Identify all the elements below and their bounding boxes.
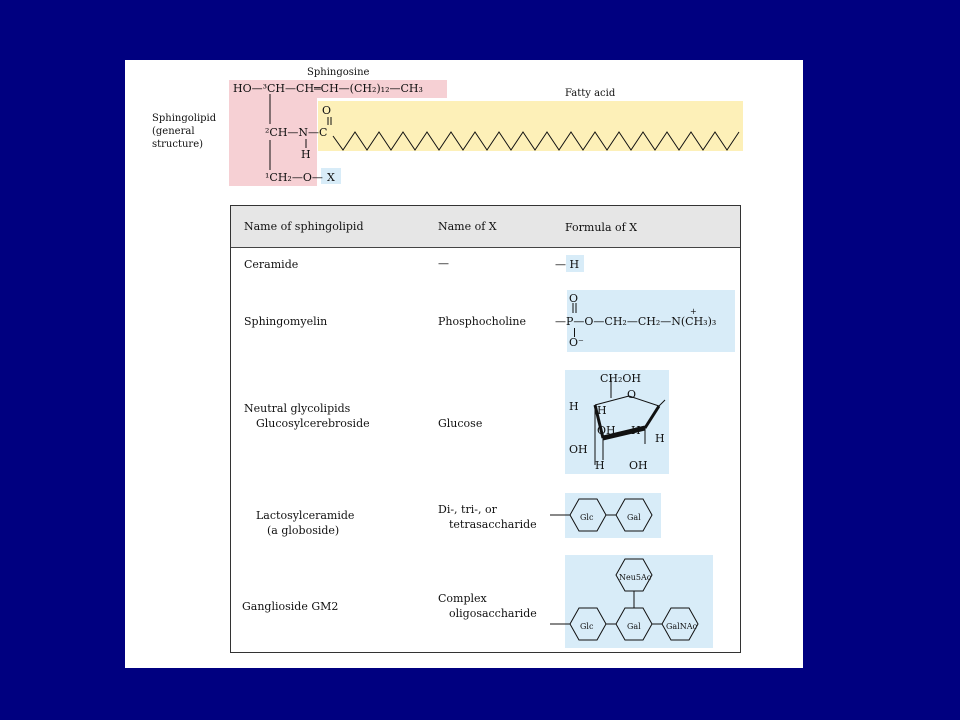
x-highlight (321, 168, 341, 184)
row-ceramide-name: Ceramide (244, 258, 299, 271)
sphingosine-highlight (229, 80, 447, 98)
row-globoside-name: (a globoside) (267, 524, 340, 537)
ceramide-formula-box (566, 255, 584, 272)
row-ganglioside-x-name-line2: oligosaccharide (449, 607, 537, 620)
row-glucosylcerebroside-name: Glucosylcerebroside (256, 417, 370, 430)
glucose-label-oh2: OH (569, 443, 588, 456)
carbonyl-oxygen: O (322, 104, 332, 117)
glucose-ring (593, 378, 666, 465)
ganglioside-glc-label: Glc (580, 622, 594, 631)
fatty-acid-chain (332, 131, 740, 151)
ch2-o-formula: ¹CH₂—O— (265, 171, 323, 184)
sphingosine-label: Sphingosine (307, 67, 370, 78)
table-header-background (230, 205, 741, 248)
ganglioside-sugar-chain (550, 558, 699, 641)
glucose-label-h1: H (569, 400, 579, 413)
ganglioside-galnac-label: GalNAc (666, 622, 697, 631)
glucose-label-h3: H (631, 424, 641, 437)
row-ganglioside-name: Ganglioside GM2 (242, 600, 339, 613)
header-x-formula: Formula of X (565, 221, 638, 234)
amide-hydrogen: H (301, 148, 311, 161)
fatty-acid-label: Fatty acid (565, 88, 616, 99)
ganglioside-neu5ac-label: Neu5Ac (619, 573, 652, 582)
glucose-ring-oxygen: O (627, 388, 637, 401)
glucose-label-oh1: OH (597, 424, 616, 437)
glucose-ch2oh: CH₂OH (600, 372, 642, 385)
row-ceramide-x-name: — (438, 257, 449, 270)
lactosyl-sugar-chain (550, 498, 653, 532)
row-lactosyl-x-name-line2: tetrasaccharide (449, 518, 537, 531)
row-ganglioside-x-name-line1: Complex (438, 592, 487, 605)
row-ceramide-x-formula: — H (555, 258, 580, 271)
phosphate-bottom-oxygen: O⁻ (569, 336, 584, 349)
amide-formula: ²CH—N—C (265, 126, 328, 139)
phosphocholine-formula: —P—O—CH₂—CH₂—N(CH₃)₃ (555, 315, 717, 328)
header-x-name: Name of X (438, 220, 497, 233)
glucose-label-h5: H (595, 459, 605, 472)
lactosyl-glc-label: Glc (580, 513, 594, 522)
row-neutral-glycolipids-name: Neutral glycolipids (244, 402, 351, 415)
glucose-structure-box (565, 370, 669, 474)
lactosyl-gal-label: Gal (627, 513, 641, 522)
row-sphingomyelin-name: Sphingomyelin (244, 315, 328, 328)
header-sphingolipid: Name of sphingolipid (244, 220, 364, 233)
ammonium-charge: + (690, 307, 697, 316)
slide: Sphingosine Fatty acid Sphingolipid (gen… (125, 60, 803, 668)
sphingolipid-label-line1: Sphingolipid (152, 113, 217, 124)
phosphocholine-formula-box (567, 290, 735, 352)
ganglioside-sugar-box (565, 555, 713, 648)
sphingolipid-label-line3: structure) (152, 139, 204, 150)
phosphate-bonds (572, 303, 577, 337)
structure-bonds (269, 94, 740, 170)
row-lactosylceramide-name: Lactosylceramide (256, 509, 355, 522)
sphingolipid-table (230, 205, 741, 653)
glucose-label-h2: H (597, 404, 607, 417)
row-sphingomyelin-x-name: Phosphocholine (438, 315, 526, 328)
glucose-label-oh3: OH (629, 459, 648, 472)
x-group-label: X (327, 171, 335, 184)
glucose-label-h4: H (655, 432, 665, 445)
row-lactosyl-x-name-line1: Di-, tri-, or (438, 503, 497, 516)
sphingolipid-label-line2: (general (152, 126, 195, 137)
row-glucose-x-name: Glucose (438, 417, 483, 430)
phosphate-top-oxygen: O (569, 292, 579, 305)
sphingosine-backbone-highlight (229, 98, 317, 186)
ganglioside-gal-label: Gal (627, 622, 641, 631)
sphingosine-formula: HO—³CH—CH═CH—(CH₂)₁₂—CH₃ (233, 82, 423, 95)
